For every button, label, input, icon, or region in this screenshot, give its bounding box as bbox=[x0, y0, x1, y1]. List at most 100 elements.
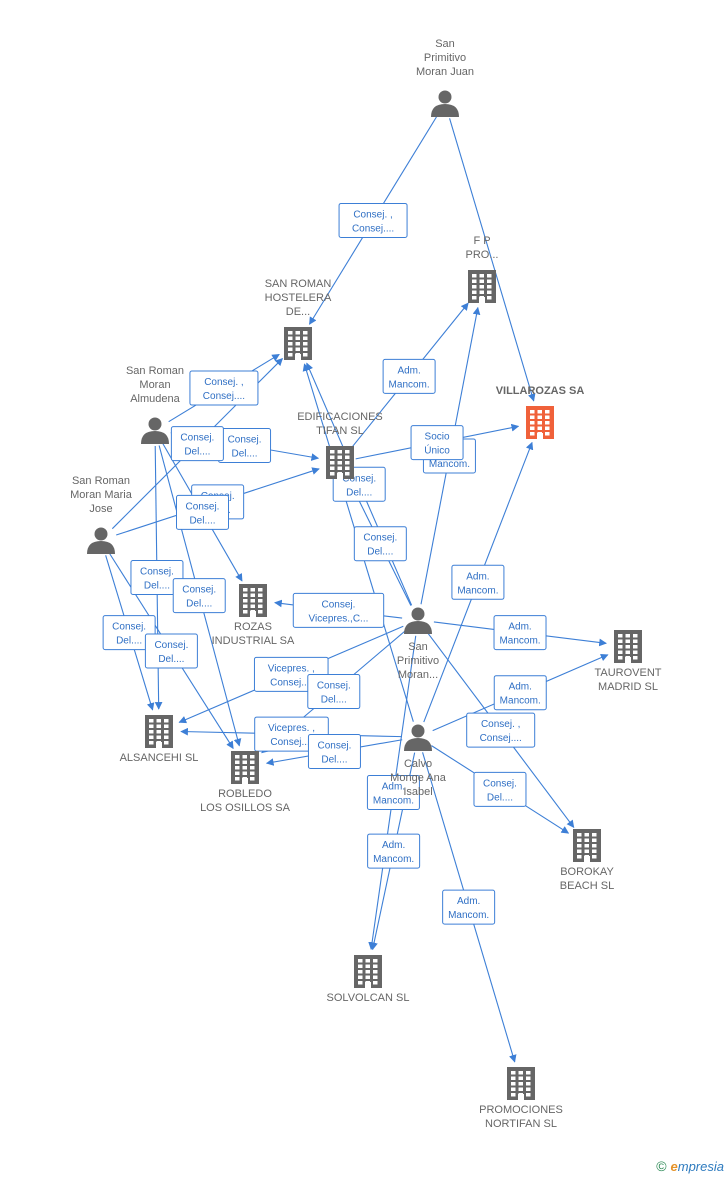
edge-label[interactable]: Consej.Del.... bbox=[172, 578, 226, 614]
edge-label[interactable]: Consej.Del.... bbox=[353, 526, 407, 562]
edge-label[interactable]: Consej. Del.... bbox=[170, 426, 224, 462]
edge-label[interactable]: Consej. ,Consej.... bbox=[338, 202, 408, 238]
edge-label-text: Vicepres. , bbox=[268, 663, 315, 674]
node-label: BOROKAY bbox=[560, 866, 614, 878]
edge-label[interactable]: Consej. ,Consej.... bbox=[466, 712, 536, 748]
copyright-symbol: © bbox=[656, 1158, 667, 1174]
node-label: EDIFICACIONES bbox=[297, 411, 383, 423]
edge-label[interactable]: Consej. ,Consej.... bbox=[189, 370, 259, 406]
building-icon bbox=[354, 955, 382, 988]
edge-label[interactable]: Consej.Del.... bbox=[130, 560, 184, 596]
edge-label[interactable]: Adm.Mancom. bbox=[451, 564, 505, 600]
edge-label-text: Del.... bbox=[184, 447, 210, 458]
edge-label-box bbox=[473, 771, 527, 807]
edge-label-text: Consej.... bbox=[270, 737, 312, 748]
node-sanprimitivo_moran[interactable]: SanPrimitivoMoran... bbox=[397, 607, 439, 682]
node-label: Monge Ana bbox=[390, 772, 447, 784]
edge-label-text: Mancom. bbox=[448, 910, 489, 921]
edge-label[interactable]: Consej.Del.... bbox=[218, 427, 272, 463]
edge-label-text: Mancom. bbox=[373, 854, 414, 865]
edge-label-text: Consej. bbox=[342, 473, 376, 484]
node-label: TAUROVENT bbox=[594, 667, 661, 679]
edge-label-text: Adm. bbox=[382, 840, 405, 851]
edge-label-box bbox=[353, 526, 407, 562]
edge-label[interactable]: Adm.Mancom. bbox=[493, 615, 547, 651]
edge-label-box bbox=[292, 592, 385, 628]
node-villarozas[interactable]: VILLAROZAS SA bbox=[496, 385, 585, 439]
edge-label-text: Vicepres.,C... bbox=[309, 613, 369, 624]
edge-labels-layer: Consej. ,Consej.... Adm. Mancom. Adm. Mancom… bbox=[102, 202, 547, 925]
edge-label-text: Consej. bbox=[483, 778, 517, 789]
edge-label[interactable]: Consej.Del.... bbox=[307, 733, 361, 769]
edge-label-text: Consej. bbox=[322, 599, 356, 610]
edge-label[interactable]: Consej.Del.... bbox=[307, 674, 361, 710]
person-icon bbox=[404, 724, 432, 751]
node-label: DE... bbox=[286, 306, 310, 318]
edge-label[interactable]: Consej. Vicepres.,C... bbox=[292, 592, 385, 628]
edge-label-box bbox=[176, 494, 230, 530]
node-promociones[interactable]: PROMOCIONES NORTIFAN SL bbox=[479, 1067, 563, 1130]
building-icon bbox=[526, 406, 554, 439]
edge-label-text: Mancom. bbox=[389, 379, 430, 390]
node-label: Primitivo bbox=[424, 52, 466, 64]
edge-label[interactable]: Adm. Mancom. bbox=[442, 889, 496, 925]
edge-label[interactable]: Consej.Del.... bbox=[102, 615, 156, 651]
person-icon bbox=[141, 417, 169, 444]
person-icon bbox=[87, 527, 115, 554]
edge-label-text: Consej. bbox=[154, 640, 188, 651]
edge-label-text: Del.... bbox=[487, 792, 513, 803]
edge-label[interactable]: Adm. Mancom. bbox=[367, 833, 421, 869]
edge-label[interactable]: Adm.Mancom. bbox=[493, 675, 547, 711]
edge-label-box bbox=[442, 889, 496, 925]
edge-label-text: Consej.... bbox=[203, 391, 245, 402]
node-label: Moran Juan bbox=[416, 66, 474, 78]
node-label: PROMOCIONES bbox=[479, 1104, 563, 1116]
edge-label[interactable]: Consej. Del.... bbox=[473, 771, 527, 807]
edge-label-text: Adm. bbox=[382, 782, 405, 793]
edge-label[interactable]: Adm.Mancom. bbox=[382, 358, 436, 394]
edge-label-text: Del.... bbox=[116, 636, 142, 647]
node-solvolcan[interactable]: SOLVOLCAN SL bbox=[327, 955, 410, 1004]
edge-label-text: Adm. bbox=[466, 571, 489, 582]
edge-label-text: Adm. bbox=[457, 896, 480, 907]
node-label: Isabel bbox=[403, 786, 432, 798]
edge-label-text: Del.... bbox=[144, 581, 170, 592]
building-icon bbox=[239, 584, 267, 617]
node-label: PRO... bbox=[465, 249, 498, 261]
edge-label-box bbox=[130, 560, 184, 596]
edge-label[interactable]: Consej. Del.... bbox=[144, 633, 198, 669]
edge-label-box bbox=[493, 675, 547, 711]
edge-label-box bbox=[170, 426, 224, 462]
edge-label-box bbox=[466, 712, 536, 748]
node-label: Moran... bbox=[398, 669, 438, 681]
node-label: SOLVOLCAN SL bbox=[327, 992, 410, 1004]
edge-label-text: Consej. bbox=[228, 434, 262, 445]
edge-label-box bbox=[189, 370, 259, 406]
edge-label-text: Del.... bbox=[346, 487, 372, 498]
node-sanroman_hostelera[interactable]: SAN ROMANHOSTELERADE... bbox=[265, 278, 332, 360]
node-fp[interactable]: F PPRO... bbox=[465, 235, 499, 303]
edge-label-text: Consej. bbox=[317, 681, 351, 692]
node-alsancehi[interactable]: ALSANCEHI SL bbox=[120, 715, 199, 764]
node-label: San bbox=[435, 38, 455, 50]
node-label: NORTIFAN SL bbox=[485, 1118, 557, 1130]
edge-label-text: Del.... bbox=[158, 654, 184, 665]
edge-label[interactable]: Adm.Mancom. bbox=[366, 775, 420, 811]
edge-label-text: Consej. bbox=[180, 433, 214, 444]
edge-label[interactable]: Consej.Del.... bbox=[176, 494, 230, 530]
node-label: Jose bbox=[89, 503, 112, 515]
brand-logo: ©empresia bbox=[656, 1158, 724, 1174]
building-icon bbox=[507, 1067, 535, 1100]
